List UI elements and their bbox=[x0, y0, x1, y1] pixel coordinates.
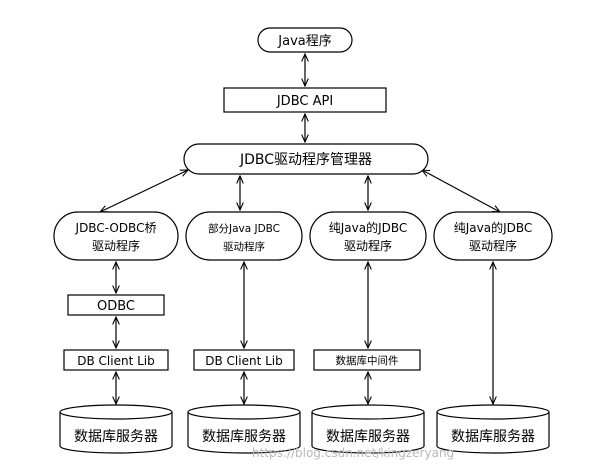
java-program-label: Java程序 bbox=[277, 34, 331, 49]
db-client-lib-node-1: DB Client Lib bbox=[63, 349, 169, 371]
connectors bbox=[100, 54, 500, 404]
driver-3-line2: 驱动程序 bbox=[344, 238, 392, 253]
driver-manager-node: JDBC驱动程序管理器 bbox=[183, 143, 429, 175]
db-middleware-node: 数据库中间件 bbox=[313, 349, 421, 371]
driver-2-line1: 部分Java JDBC bbox=[208, 222, 280, 235]
arrow-manager-to-driver-4 bbox=[422, 170, 500, 212]
odbc-node: ODBC bbox=[67, 294, 165, 316]
db-server-2: 数据库服务器 bbox=[187, 404, 301, 454]
odbc-label: ODBC bbox=[97, 299, 135, 314]
driver-1-line2: 驱动程序 bbox=[92, 238, 140, 253]
db-server-4-label: 数据库服务器 bbox=[451, 429, 535, 445]
db-client-lib-1-label: DB Client Lib bbox=[77, 354, 154, 368]
db-server-2-label: 数据库服务器 bbox=[202, 429, 286, 445]
db-server-4: 数据库服务器 bbox=[436, 404, 550, 454]
driver-3-line1: 纯Java的JDBC bbox=[329, 220, 408, 235]
db-server-1-label: 数据库服务器 bbox=[74, 429, 158, 445]
db-client-lib-node-2: DB Client Lib bbox=[193, 349, 295, 371]
db-server-1: 数据库服务器 bbox=[59, 404, 173, 454]
arrow-manager-to-driver-1 bbox=[100, 170, 188, 212]
java-program-node: Java程序 bbox=[257, 27, 353, 53]
driver-node-partial-java: 部分Java JDBC 驱动程序 bbox=[185, 211, 303, 261]
driver-1-line1: JDBC-ODBC桥 bbox=[75, 221, 157, 235]
db-server-3: 数据库服务器 bbox=[311, 404, 425, 454]
db-server-3-label: 数据库服务器 bbox=[326, 429, 410, 445]
jdbc-api-label: JDBC API bbox=[276, 94, 333, 109]
driver-4-line1: 纯Java的JDBC bbox=[454, 220, 533, 235]
driver-node-jdbc-odbc-bridge: JDBC-ODBC桥 驱动程序 bbox=[53, 211, 179, 261]
jdbc-api-node: JDBC API bbox=[223, 87, 387, 113]
watermark-text: https://blog.csdn.net/kingzeryang bbox=[252, 446, 454, 460]
db-client-lib-2-label: DB Client Lib bbox=[205, 354, 282, 368]
driver-4-line2: 驱动程序 bbox=[469, 238, 517, 253]
driver-manager-label: JDBC驱动程序管理器 bbox=[239, 152, 372, 168]
driver-node-pure-java-net: 纯Java的JDBC 驱动程序 bbox=[309, 211, 427, 261]
driver-2-line2: 驱动程序 bbox=[223, 240, 265, 253]
driver-node-pure-java-native: 纯Java的JDBC 驱动程序 bbox=[433, 211, 553, 261]
db-middleware-label: 数据库中间件 bbox=[336, 354, 399, 367]
